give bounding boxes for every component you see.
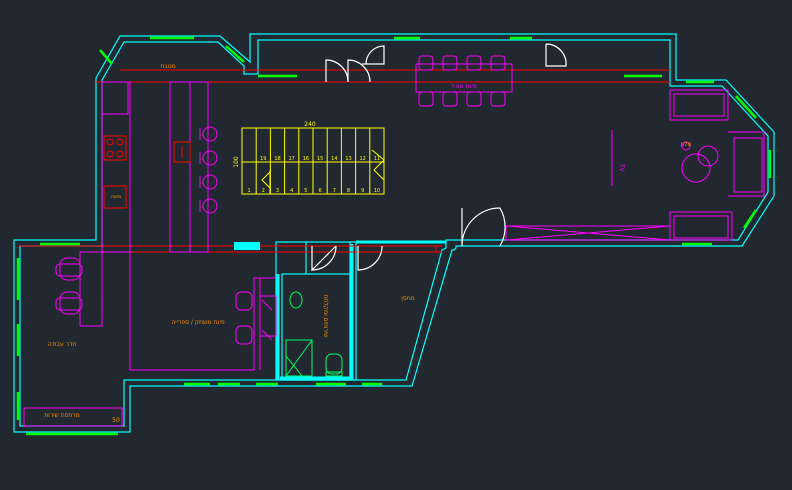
bath-fixtures — [285, 291, 343, 377]
furniture — [23, 63, 765, 427]
tv-label: TV — [618, 163, 625, 173]
stair-step-number: 1 — [248, 188, 251, 194]
chair-icon — [418, 55, 434, 71]
stair-step-number: 16 — [303, 156, 309, 162]
room-label-work: חדר עבודה — [48, 341, 77, 348]
stair-step-number: 18 — [274, 156, 280, 162]
stair-side-label: 100 — [233, 156, 240, 168]
dimension-note: 50 — [112, 417, 120, 424]
door-swing-icon — [325, 59, 349, 83]
stair-step-number: 19 — [260, 156, 266, 162]
stair-step-number: 13 — [345, 156, 351, 162]
windows — [16, 36, 772, 436]
chair-icon — [442, 55, 458, 71]
stair-step-number: 4 — [290, 188, 293, 194]
stair-step-number: 15 — [317, 156, 323, 162]
door-swing-icon — [461, 207, 506, 247]
room-label-kitchen: מטבח — [160, 63, 175, 70]
stair-step-number: 11 — [374, 156, 380, 162]
stair-step-number: 10 — [374, 188, 380, 194]
room-label-service: מרפסת שירות — [44, 412, 80, 419]
sofa-corner — [728, 131, 765, 197]
stair-step-numbers: 19 18 17 16 15 14 13 12 11 10 9 8 7 6 5 4 3 2 1 — [248, 156, 381, 194]
stair-step-number: 2 — [262, 188, 265, 194]
stair-step-number: 17 — [289, 156, 295, 162]
bar-stools — [199, 126, 218, 214]
room-label-bath: שירותים ומקלחת — [322, 294, 329, 337]
sink-icon — [173, 141, 191, 163]
left-room-counter — [23, 407, 123, 427]
shower-icon — [285, 339, 313, 377]
stair-step-number: 9 — [361, 188, 364, 194]
room-label-dining: פינת אוכל — [451, 83, 477, 90]
bath-partitions — [276, 240, 446, 380]
kitchen-counter — [101, 81, 131, 253]
dining-table — [415, 63, 513, 93]
kitchen-appliances — [103, 135, 191, 209]
outer-wall — [13, 33, 775, 433]
left-cabinet — [79, 251, 103, 327]
dining-chairs — [418, 55, 506, 107]
chair-icon — [466, 91, 482, 107]
doors — [311, 43, 567, 272]
toilet-icon — [325, 353, 343, 375]
stair-step-number: 5 — [304, 188, 307, 194]
chair-icon — [490, 55, 506, 71]
pantry-label: מזווה — [110, 194, 121, 200]
stair-step-number: 8 — [347, 188, 350, 194]
stair-step-number: 3 — [276, 188, 279, 194]
oven-icon — [103, 185, 127, 209]
kitchen-island — [169, 81, 209, 253]
armchairs — [55, 257, 273, 345]
sink-icon — [289, 291, 303, 309]
tv-unit — [505, 225, 671, 241]
coffee-table — [681, 141, 719, 183]
sofa-back — [669, 89, 729, 121]
stair-marker — [234, 242, 260, 250]
stair-step-number: 14 — [331, 156, 337, 162]
chair-icon — [490, 91, 506, 107]
room-label-living: סלון — [681, 141, 692, 148]
stair-step-number: 7 — [333, 188, 336, 194]
stair-step-number: 12 — [360, 156, 366, 162]
chair-icon — [442, 91, 458, 107]
stair-step-number: 6 — [319, 188, 322, 194]
chair-icon — [466, 55, 482, 71]
chair-icon — [418, 91, 434, 107]
stove-icon — [103, 135, 127, 161]
room-label-play: פינת משחק / ספרייה — [171, 319, 225, 326]
inner-wall — [19, 39, 769, 427]
staircase — [241, 127, 385, 195]
room-label-storage: מחסן — [401, 295, 415, 302]
stair-width-label: 240 — [304, 121, 316, 128]
